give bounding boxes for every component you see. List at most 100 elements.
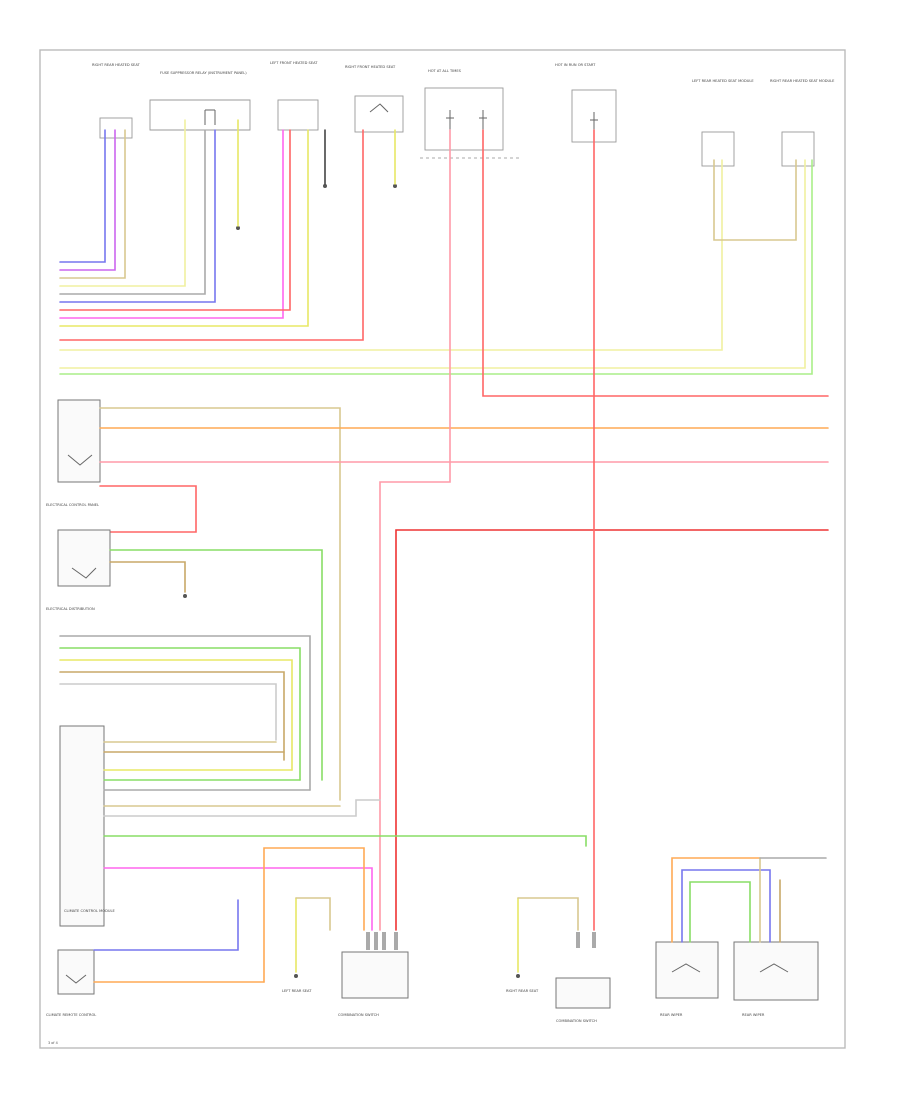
wire-fuse-red-long bbox=[482, 129, 829, 397]
rear-wiper-left bbox=[655, 941, 719, 999]
ecp-wires bbox=[99, 129, 829, 931]
electrical-distribution: ELECTRICAL DISTRIBUTION bbox=[46, 529, 323, 781]
wire-ecp-red-loop bbox=[99, 485, 197, 533]
ecp-label: ELECTRICAL CONTROL PANEL bbox=[46, 503, 99, 507]
wire-lr-module-tan bbox=[713, 159, 797, 241]
lrs-label: LEFT REAR SEAT bbox=[282, 989, 312, 993]
wire-ed-brown bbox=[109, 561, 186, 593]
wire-mid-yellow bbox=[59, 659, 293, 771]
wire-wiper-orange bbox=[671, 857, 761, 943]
label-right-front-heated-seat: RIGHT FRONT HEATED SEAT bbox=[345, 65, 396, 69]
wire-mid-tan bbox=[59, 671, 285, 761]
relay-coil bbox=[204, 109, 216, 125]
wire-wiper-blue bbox=[681, 869, 771, 943]
lr-module-connector bbox=[701, 131, 735, 167]
pin-marker bbox=[374, 932, 378, 950]
combo-switch-right bbox=[555, 977, 611, 1009]
top-component-labels: RIGHT REAR HEATED SEAT FUSE SUPPRESSOR R… bbox=[92, 61, 835, 83]
label-hot-at-all-times: HOT AT ALL TIMES bbox=[428, 69, 462, 73]
pin-marker bbox=[576, 932, 580, 948]
label-fuse-suppressor-relay: FUSE SUPPRESSOR RELAY (INSTRUMENT PANEL) bbox=[160, 71, 247, 75]
ed-label: ELECTRICAL DISTRIBUTION bbox=[46, 607, 95, 611]
page-footer: 3 of 4 bbox=[48, 1041, 58, 1045]
ccm-box bbox=[59, 725, 105, 927]
pin-marker bbox=[366, 932, 370, 950]
ecp-box bbox=[57, 399, 101, 483]
wire-rf-red bbox=[59, 129, 364, 341]
wire-rr-module-pale bbox=[59, 159, 806, 369]
combo-switch-left-label: COMBINATION SWITCH bbox=[338, 1013, 379, 1017]
ground-lrs bbox=[294, 974, 298, 978]
wire-mid-gray2 bbox=[59, 683, 277, 741]
fuse-symbol-c bbox=[590, 112, 598, 132]
rear-wiper-right-switch bbox=[759, 963, 789, 973]
wire-mid-green bbox=[59, 647, 301, 781]
wire-wiper-green bbox=[689, 881, 751, 943]
ground-g1 bbox=[323, 184, 327, 188]
label-hot-in-run: HOT IN RUN OR START bbox=[555, 63, 596, 67]
rf-seat-connector bbox=[354, 95, 404, 133]
bottom-components: LEFT REAR SEAT COMBINATION SWITCH RIGHT … bbox=[282, 857, 827, 1023]
wire-lf-red bbox=[59, 129, 291, 311]
wire-ecp-tan-up bbox=[99, 407, 341, 801]
ecp-switch bbox=[67, 454, 93, 466]
wire-crc-blue bbox=[93, 899, 239, 951]
rear-wiper-left-label: REAR WIPER bbox=[660, 1013, 683, 1017]
rear-wiper-right-label: REAR WIPER bbox=[742, 1013, 765, 1017]
wire-ed-green bbox=[109, 549, 323, 781]
ground-g2 bbox=[393, 184, 397, 188]
wire-lf-yellow bbox=[59, 129, 309, 327]
wire-lf-magenta bbox=[59, 129, 284, 319]
wire-relay-blue bbox=[59, 129, 216, 303]
label-right-rear-heated-seat-module: RIGHT REAR HEATED SEAT MODULE bbox=[770, 79, 835, 83]
climate-remote-control: CLIMATE REMOTE CONTROL bbox=[46, 899, 265, 1017]
wire-red-main bbox=[395, 529, 829, 931]
label-left-rear-heated-seat-module: LEFT REAR HEATED SEAT MODULE bbox=[692, 79, 754, 83]
crc-switch bbox=[65, 974, 87, 984]
wire-ccm-magenta bbox=[103, 867, 373, 931]
label-left-front-heated-seat: LEFT FRONT HEATED SEAT bbox=[270, 61, 318, 65]
wire-ccm-7 bbox=[103, 799, 381, 817]
wire-mid-gray bbox=[59, 635, 311, 791]
label-right-rear-heated-seat: RIGHT REAR HEATED SEAT bbox=[92, 63, 141, 67]
pin-marker bbox=[394, 932, 398, 950]
wire-relay-pale bbox=[59, 119, 186, 287]
wire-lr-module-pale bbox=[59, 159, 723, 351]
rear-wiper-left-switch bbox=[671, 963, 701, 973]
wire-lrs-tan bbox=[295, 897, 331, 931]
diagram-frame bbox=[39, 49, 846, 1049]
wire-rr-blue bbox=[59, 129, 106, 263]
crc-label: CLIMATE REMOTE CONTROL bbox=[46, 1013, 96, 1017]
ccm-label: CLIMATE CONTROL MODULE bbox=[64, 909, 115, 913]
rf-seat-switch bbox=[369, 103, 389, 113]
wire-fuse-pink-down bbox=[379, 129, 451, 931]
rear-wiper-right bbox=[733, 941, 819, 1001]
top-grounds bbox=[236, 184, 397, 230]
wire-rr-tan bbox=[59, 129, 126, 279]
wire-relay-gray bbox=[59, 129, 206, 295]
top-components bbox=[99, 87, 815, 167]
rr-seat-connector bbox=[99, 117, 133, 139]
climate-control-module: CLIMATE CONTROL MODULE bbox=[59, 725, 587, 983]
pin-marker bbox=[592, 932, 596, 948]
ground-ed bbox=[183, 594, 187, 598]
wire-ccm-green-long bbox=[103, 835, 587, 847]
top-bus-wires bbox=[59, 119, 813, 375]
ground-g3 bbox=[236, 226, 240, 230]
wire-lr-module-green bbox=[59, 159, 813, 375]
crc-box bbox=[57, 949, 95, 995]
combo-switch-right-label: COMBINATION SWITCH bbox=[556, 1019, 597, 1023]
fuse-symbol-a bbox=[446, 110, 454, 130]
wire-rr-violet bbox=[59, 129, 116, 271]
fuse-symbol-b bbox=[479, 110, 487, 130]
rrs-label: RIGHT REAR SEAT bbox=[506, 989, 539, 993]
mid-bundle-wires bbox=[59, 635, 311, 791]
wire-rrs-tan bbox=[517, 897, 579, 931]
pin-marker bbox=[382, 932, 386, 950]
ed-box bbox=[57, 529, 111, 587]
pin-markers bbox=[366, 932, 596, 950]
combo-switch-left bbox=[341, 951, 409, 999]
ed-switch bbox=[71, 567, 97, 579]
ground-rrs bbox=[516, 974, 520, 978]
